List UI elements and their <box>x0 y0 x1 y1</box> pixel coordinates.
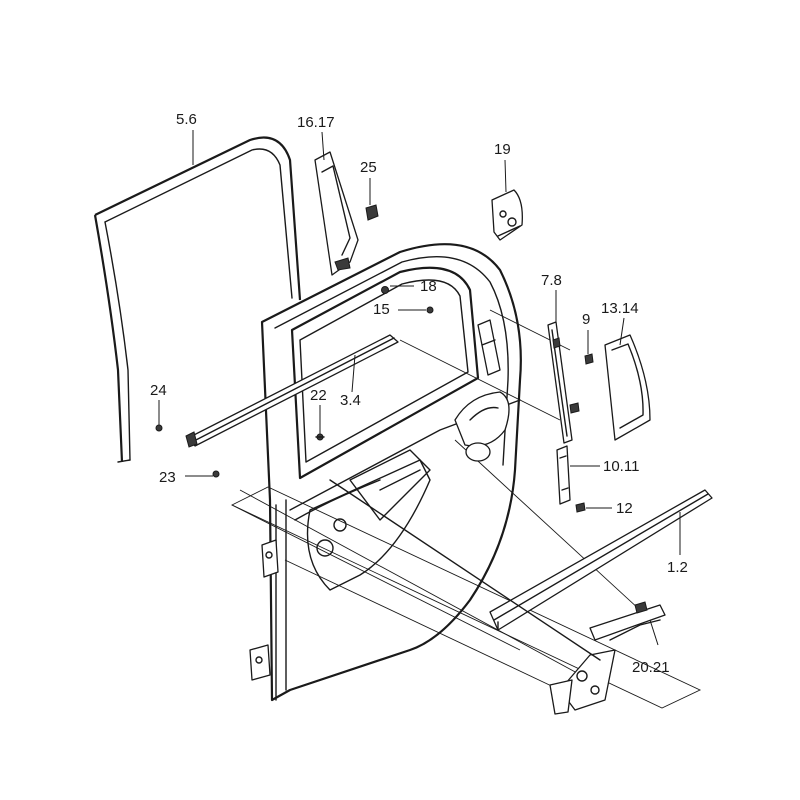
screw-part-9 <box>584 353 594 365</box>
belt-moulding <box>185 334 399 448</box>
window-regulator <box>329 479 666 715</box>
callout-1-2: 1.2 <box>667 559 688 576</box>
callout-9: 9 <box>582 311 590 328</box>
callout-19: 19 <box>494 141 511 158</box>
screw-part-12 <box>575 502 586 513</box>
callout-25: 25 <box>360 159 377 176</box>
corner-sash-trim <box>314 151 359 276</box>
callout-20-21: 20.21 <box>632 659 670 676</box>
callout-10-11: 10.11 <box>603 458 639 475</box>
screw-part-23 <box>212 470 220 478</box>
channel-bracket <box>556 445 571 505</box>
leader-lines <box>158 130 681 646</box>
callout-23: 23 <box>159 469 176 486</box>
quarter-glass <box>604 334 651 441</box>
callout-5-6: 5.6 <box>176 111 197 128</box>
callout-22: 22 <box>310 387 327 404</box>
door-inner-panel <box>306 319 510 591</box>
door-shell <box>260 243 522 702</box>
callout-3-4: 3.4 <box>340 392 361 409</box>
rear-sash-channel <box>547 321 580 444</box>
bracket-part-19 <box>491 189 523 241</box>
callout-15: 15 <box>373 301 390 318</box>
callout-7-8: 7.8 <box>541 272 562 289</box>
callout-labels: 5.6 16.17 25 19 18 15 7.8 9 13.14 3.4 24… <box>150 111 688 676</box>
callout-18: 18 <box>420 278 437 295</box>
door-hinges <box>249 539 279 681</box>
callout-12: 12 <box>616 500 633 517</box>
clip-part-25 <box>365 204 379 221</box>
screw-part-15 <box>426 306 434 314</box>
callout-13-14: 13.14 <box>601 300 639 317</box>
callout-16-17: 16.17 <box>297 114 335 131</box>
bolt-part-18 <box>381 286 389 294</box>
lower-sill-rail <box>489 489 713 631</box>
callout-24: 24 <box>150 382 167 399</box>
screw-part-24 <box>155 424 163 432</box>
window-run-channel <box>93 136 302 463</box>
